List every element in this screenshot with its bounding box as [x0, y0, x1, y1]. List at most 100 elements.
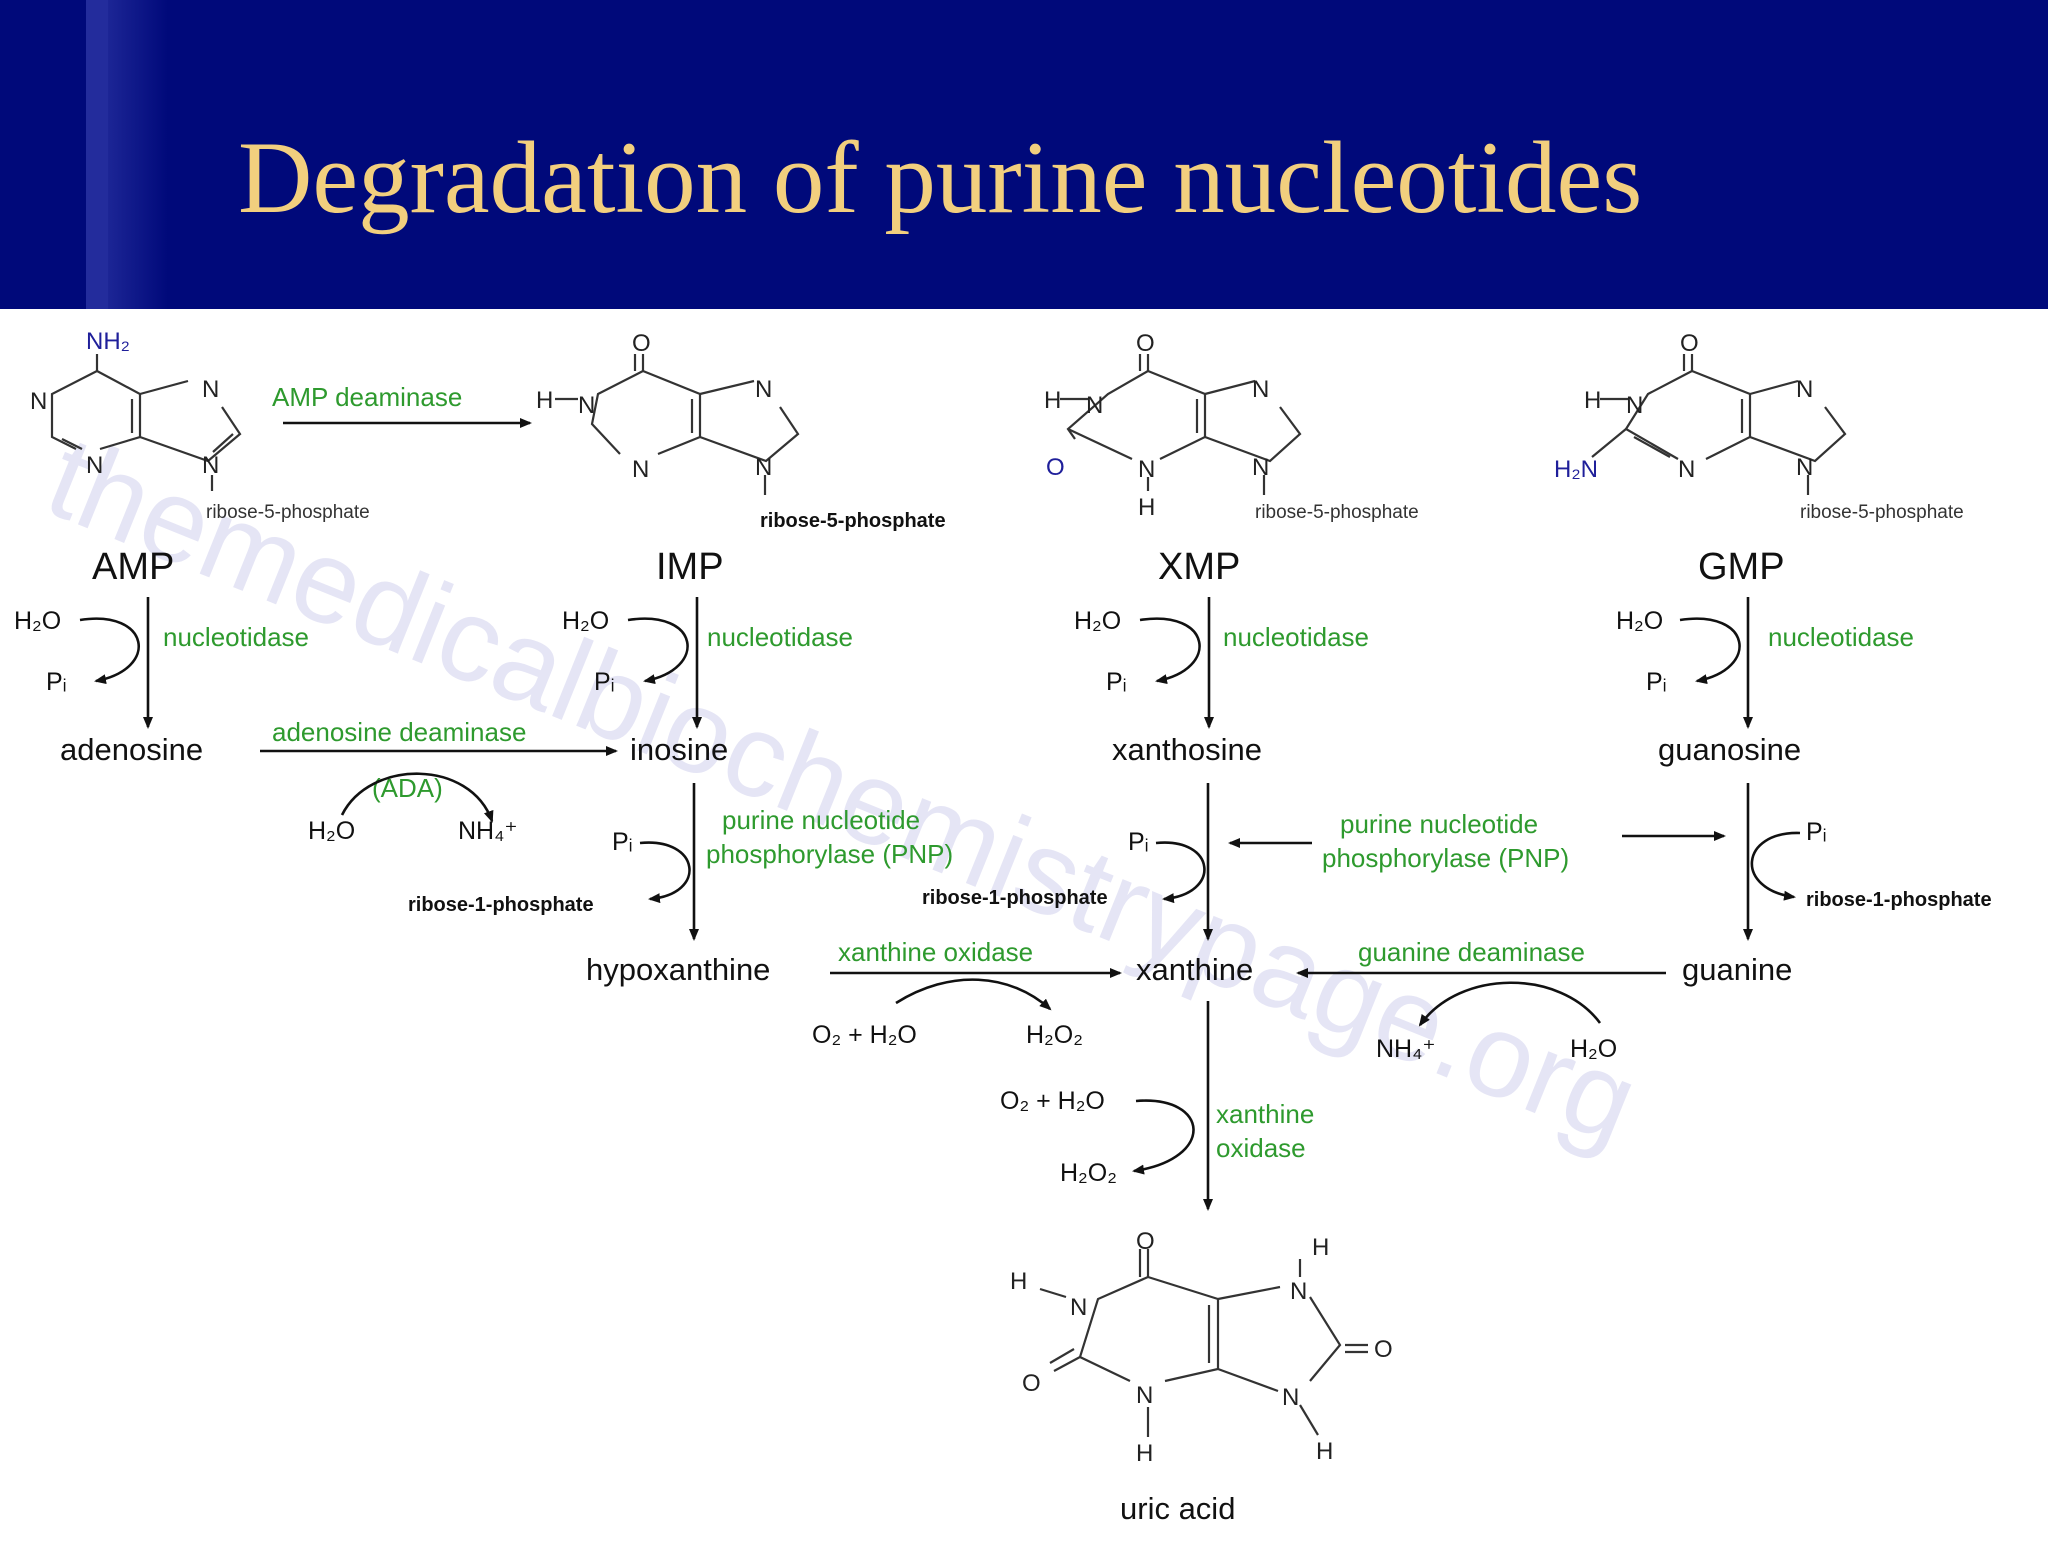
- gmp-nucleotidase-step: H₂O Pᵢ nucleotidase: [1616, 597, 1914, 729]
- guanine-deaminase-step: guanine deaminase NH₄⁺ H₂O: [1296, 937, 1666, 1063]
- gd-nh4: NH₄⁺: [1376, 1035, 1436, 1063]
- pnp-inosine-label-1: purine nucleotide: [722, 805, 920, 835]
- pathway-canvas: themedicalbiochemistrypage.org NH₂ N N N…: [14, 328, 1992, 1526]
- xmp-pi: Pᵢ: [1106, 668, 1127, 696]
- purine-degradation-diagram: themedicalbiochemistrypage.org NH₂ N N N…: [0, 309, 2048, 1536]
- imp-n7: N: [755, 376, 772, 403]
- amp-deaminase-label: AMP deaminase: [272, 382, 462, 412]
- ada-h2o: H₂O: [308, 817, 355, 845]
- uric-h7: H: [1312, 1234, 1329, 1261]
- amp-ribose-label: ribose-5-phosphate: [206, 502, 370, 523]
- imp-n1: N: [578, 392, 595, 419]
- pnp-shared-label: purine nucleotide phosphorylase (PNP): [1228, 809, 1726, 873]
- xo-xanthine-label-2: oxidase: [1216, 1133, 1306, 1163]
- amp-n7: N: [202, 376, 219, 403]
- uric-n7: N: [1290, 1278, 1307, 1305]
- amp-nucleotidase-step: H₂O Pᵢ nucleotidase: [14, 597, 309, 729]
- xanthine-label: xanthine: [1136, 952, 1253, 987]
- imp-h1: H: [536, 387, 553, 414]
- gmp-pi: Pᵢ: [1646, 668, 1667, 696]
- ada-label: (ADA): [372, 773, 443, 803]
- inosine-label: inosine: [630, 732, 728, 767]
- xo1-o2-h2o: O₂ + H₂O: [812, 1021, 917, 1049]
- uric-o6: O: [1136, 1228, 1155, 1255]
- xmp-n3: N: [1138, 456, 1155, 483]
- gmp-label: GMP: [1698, 546, 1785, 588]
- xmp-n1: N: [1086, 392, 1103, 419]
- gmp-structure: O H N H₂N N N N ribose-5-phosphate: [1554, 330, 1964, 523]
- xmp-o2: O: [1046, 454, 1065, 481]
- gmp-n3: N: [1678, 456, 1695, 483]
- guanine-deaminase-label: guanine deaminase: [1358, 937, 1585, 967]
- adenosine-deaminase-label: adenosine deaminase: [272, 717, 526, 747]
- pnp-shared-label-2: phosphorylase (PNP): [1322, 843, 1569, 873]
- pnp-guanosine-pi: Pᵢ: [1806, 818, 1827, 846]
- slide-header: Degradation of purine nucleotides: [0, 0, 2048, 309]
- pnp-xanthosine-ribose1: ribose-1-phosphate: [922, 887, 1108, 909]
- header-accent-bar: [86, 0, 108, 309]
- xmp-n7: N: [1252, 376, 1269, 403]
- imp-ribose-label: ribose-5-phosphate: [760, 510, 946, 532]
- pnp-guanosine-ribose1: ribose-1-phosphate: [1806, 889, 1992, 911]
- adenosine-deaminase-step: adenosine deaminase (ADA) H₂O NH₄⁺: [260, 717, 618, 845]
- amp-h2o: H₂O: [14, 607, 61, 635]
- gmp-h1: H: [1584, 387, 1601, 414]
- xo-xanthine-label-1: xanthine: [1216, 1099, 1314, 1129]
- gmp-n9: N: [1796, 454, 1813, 481]
- imp-h2o: H₂O: [562, 607, 609, 635]
- uric-h1: H: [1010, 1268, 1027, 1295]
- uric-n9: N: [1282, 1384, 1299, 1411]
- imp-structure: O H N N N N ribose-5-phosphate: [536, 330, 946, 532]
- gmp-ribose-label: ribose-5-phosphate: [1800, 502, 1964, 523]
- gmp-h2n-label: H₂N: [1554, 456, 1598, 483]
- amp-n9: N: [202, 452, 219, 479]
- uric-acid-structure: O H N O N H N H O N H: [1010, 1228, 1393, 1467]
- amp-n3: N: [86, 452, 103, 479]
- uric-n3: N: [1136, 1382, 1153, 1409]
- pnp-xanthosine-step: Pᵢ ribose-1-phosphate: [922, 783, 1213, 941]
- xo-hypoxanthine-label: xanthine oxidase: [838, 937, 1033, 967]
- xmp-h3: H: [1138, 494, 1155, 521]
- uric-n1: N: [1070, 1294, 1087, 1321]
- xmp-label: XMP: [1158, 546, 1240, 588]
- uric-o8: O: [1374, 1336, 1393, 1363]
- xanthosine-label: xanthosine: [1112, 732, 1262, 767]
- imp-nucleotidase-step: H₂O Pᵢ nucleotidase: [562, 597, 853, 729]
- uric-o2: O: [1022, 1370, 1041, 1397]
- xmp-ribose-label: ribose-5-phosphate: [1255, 502, 1419, 523]
- uric-h3: H: [1136, 1440, 1153, 1467]
- uric-acid-label: uric acid: [1120, 1491, 1235, 1526]
- pnp-inosine-step: Pᵢ ribose-1-phosphate purine nucleotide …: [408, 783, 953, 941]
- xmp-o6: O: [1136, 330, 1155, 357]
- amp-nucleotidase-label: nucleotidase: [163, 622, 309, 652]
- amp-label: AMP: [92, 546, 174, 588]
- pnp-inosine-pi: Pᵢ: [612, 828, 633, 856]
- imp-o6: O: [632, 330, 651, 357]
- xo-hypoxanthine-step: xanthine oxidase O₂ + H₂O H₂O₂: [812, 937, 1122, 1049]
- gmp-nucleotidase-label: nucleotidase: [1768, 622, 1914, 652]
- gd-h2o: H₂O: [1570, 1035, 1617, 1063]
- imp-label: IMP: [656, 546, 724, 588]
- pnp-guanosine-step: Pᵢ ribose-1-phosphate: [1743, 783, 1992, 941]
- amp-nh2-label: NH₂: [86, 328, 130, 355]
- imp-n9: N: [755, 454, 772, 481]
- guanine-label: guanine: [1682, 952, 1792, 987]
- amp-pi: Pᵢ: [46, 668, 67, 696]
- xmp-structure: O H N O N H N N ribose-5-phosphate: [1044, 330, 1419, 523]
- adenosine-label: adenosine: [60, 732, 203, 767]
- gmp-h2o: H₂O: [1616, 607, 1663, 635]
- xmp-nucleotidase-label: nucleotidase: [1223, 622, 1369, 652]
- pnp-xanthosine-pi: Pᵢ: [1128, 828, 1149, 856]
- uric-h9: H: [1316, 1438, 1333, 1465]
- pnp-inosine-ribose1: ribose-1-phosphate: [408, 894, 594, 916]
- gmp-o6: O: [1680, 330, 1699, 357]
- hypoxanthine-label: hypoxanthine: [586, 952, 770, 987]
- imp-nucleotidase-label: nucleotidase: [707, 622, 853, 652]
- guanosine-label: guanosine: [1658, 732, 1801, 767]
- xmp-h1: H: [1044, 387, 1061, 414]
- imp-pi: Pᵢ: [594, 668, 615, 696]
- xmp-n9: N: [1252, 454, 1269, 481]
- imp-n3: N: [632, 456, 649, 483]
- gmp-n7: N: [1796, 376, 1813, 403]
- xo1-h2o2: H₂O₂: [1026, 1021, 1083, 1049]
